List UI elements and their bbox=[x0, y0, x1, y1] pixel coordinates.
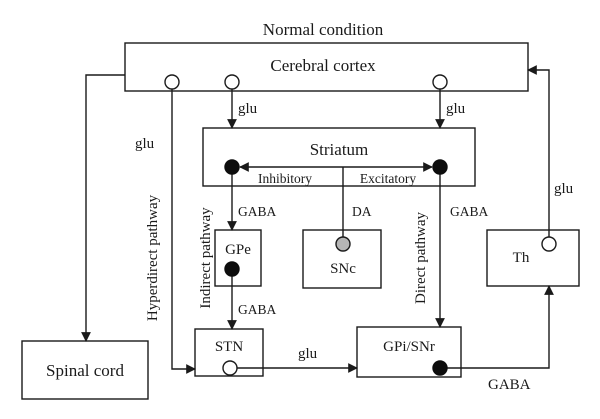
cortex-to-striatum-left-glu-label: glu bbox=[238, 101, 258, 117]
excitatory-label: Excitatory bbox=[360, 171, 416, 186]
cerebral-cortex-label: Cerebral cortex bbox=[270, 56, 376, 75]
snc-dopamine-neuron-node bbox=[335, 236, 351, 252]
gpe-to-stn-gaba-label: GABA bbox=[238, 302, 277, 317]
cortex-to-spinal-cord-arrow bbox=[81, 74, 125, 342]
gpi-to-th-arrow bbox=[443, 285, 554, 369]
snc-label: SNc bbox=[330, 261, 356, 277]
cortex-indirect-neuron-node bbox=[224, 74, 240, 90]
gpe-box bbox=[214, 229, 262, 287]
inhibitory-label: Inhibitory bbox=[258, 171, 312, 186]
gpe-label: GPe bbox=[225, 242, 251, 258]
da-label: DA bbox=[352, 204, 372, 219]
striatum-label: Striatum bbox=[310, 140, 369, 159]
stn-neuron-node bbox=[222, 360, 238, 376]
hyperdirect-glu-label: glu bbox=[135, 136, 155, 152]
gpe-neuron-node bbox=[224, 261, 240, 277]
gpi-to-th-gaba-label: GABA bbox=[488, 377, 531, 393]
cortex-direct-neuron-node bbox=[432, 74, 448, 90]
direct-pathway-label: Direct pathway bbox=[413, 211, 429, 304]
th-to-cortex-glu-label: glu bbox=[554, 181, 574, 197]
spinal-cord-box bbox=[21, 340, 149, 400]
th-neuron-node bbox=[541, 236, 557, 252]
gpi-snr-label: GPi/SNr bbox=[383, 339, 435, 355]
indirect-pathway-label: Indirect pathway bbox=[198, 207, 214, 309]
cerebral-cortex-box bbox=[124, 42, 529, 92]
th-box bbox=[486, 229, 580, 287]
striatum-inhibitory-neuron-node bbox=[224, 159, 240, 175]
stn-to-gpi-glu-label: glu bbox=[298, 346, 318, 362]
th-label: Th bbox=[513, 250, 530, 266]
striatum-to-gpe-gaba-label: GABA bbox=[238, 204, 277, 219]
cortex-hyperdirect-neuron-node bbox=[164, 74, 180, 90]
striatum-to-gpi-gaba-label: GABA bbox=[450, 204, 489, 219]
stn-label: STN bbox=[215, 339, 244, 355]
gpi-snr-neuron-node bbox=[432, 360, 448, 376]
hyperdirect-arrow bbox=[171, 89, 196, 374]
hyperdirect-pathway-label: Hyperdirect pathway bbox=[145, 194, 161, 321]
spinal-cord-label: Spinal cord bbox=[46, 361, 124, 380]
cortex-to-striatum-right-glu-label: glu bbox=[446, 101, 466, 117]
th-to-cortex-arrow bbox=[527, 65, 550, 240]
striatum-excitatory-neuron-node bbox=[432, 159, 448, 175]
diagram-title: Normal condition bbox=[263, 20, 384, 39]
striatum-box bbox=[202, 127, 476, 187]
